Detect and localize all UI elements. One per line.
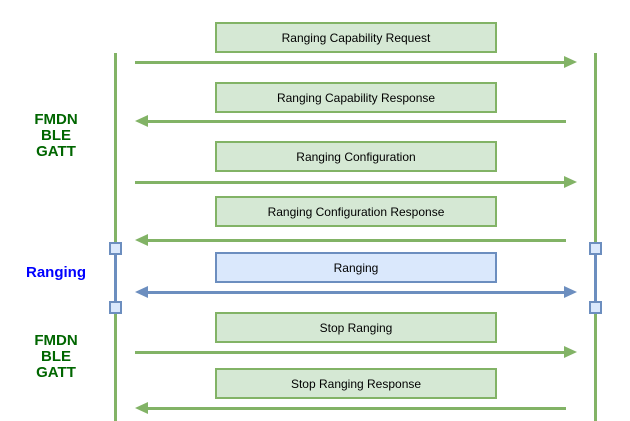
lane-label-ranging: Ranging: [26, 264, 86, 281]
arrowhead-left-icon: [135, 286, 148, 298]
arrowhead-right-icon: [564, 286, 577, 298]
arrow-line: [135, 181, 566, 184]
arrow-line: [146, 120, 566, 123]
message-box: Stop Ranging: [215, 312, 497, 343]
arrowhead-right-icon: [564, 346, 577, 358]
message-arrow-left: [135, 402, 566, 415]
activation-marker-left-end: [109, 301, 122, 314]
message-arrow-right: [135, 346, 577, 359]
arrow-line: [135, 351, 566, 354]
lifeline-right: [594, 53, 597, 421]
activation-marker-left-start: [109, 242, 122, 255]
message-box: Ranging Capability Response: [215, 82, 497, 113]
message-box: Ranging: [215, 252, 497, 283]
message-arrow-right: [135, 176, 577, 189]
lifeline-right-ranging-segment: [594, 248, 597, 308]
message-arrow-left: [135, 115, 566, 128]
lifeline-left: [114, 53, 117, 421]
arrow-line: [146, 407, 566, 410]
message-box: Stop Ranging Response: [215, 368, 497, 399]
message-arrow-both: [135, 286, 577, 299]
arrowhead-left-icon: [135, 234, 148, 246]
message-box: Ranging Configuration Response: [215, 196, 497, 227]
message-arrow-right: [135, 56, 577, 69]
arrowhead-right-icon: [564, 176, 577, 188]
arrowhead-left-icon: [135, 402, 148, 414]
arrow-line: [135, 61, 566, 64]
message-box: Ranging Configuration: [215, 141, 497, 172]
lifeline-left-ranging-segment: [114, 248, 117, 308]
activation-marker-right-end: [589, 301, 602, 314]
message-arrow-left: [135, 234, 566, 247]
arrow-line: [146, 239, 566, 242]
arrow-line: [146, 291, 566, 294]
lane-label-fmdn-ble-gatt-top: FMDN BLE GATT: [34, 111, 78, 160]
arrowhead-left-icon: [135, 115, 148, 127]
lane-label-fmdn-ble-gatt-bottom: FMDN BLE GATT: [34, 332, 78, 381]
message-box: Ranging Capability Request: [215, 22, 497, 53]
activation-marker-right-start: [589, 242, 602, 255]
arrowhead-right-icon: [564, 56, 577, 68]
